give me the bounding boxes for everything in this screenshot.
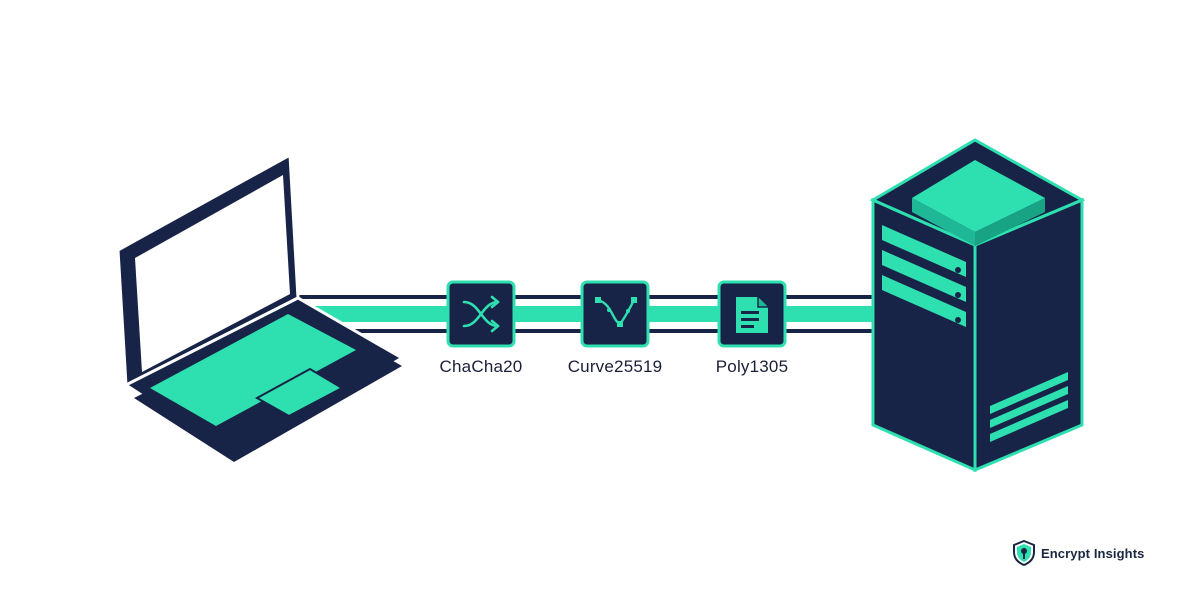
chacha20-step: [446, 280, 516, 348]
laptop-icon: [116, 152, 406, 462]
poly1305-label: Poly1305: [715, 357, 789, 376]
curve-icon: [595, 297, 637, 327]
brand-logo: Encrypt Insights: [1013, 540, 1144, 566]
shield-key-icon: [1013, 540, 1035, 566]
document-icon: [736, 297, 768, 333]
server-icon: [869, 138, 1086, 473]
shuffle-icon: [462, 295, 500, 333]
brand-name: Encrypt Insights: [1041, 545, 1145, 561]
poly1305-step: [717, 280, 787, 348]
chacha20-label: ChaCha20: [439, 357, 523, 376]
curve25519-label: Curve25519: [567, 357, 663, 376]
curve25519-step: [580, 280, 650, 348]
